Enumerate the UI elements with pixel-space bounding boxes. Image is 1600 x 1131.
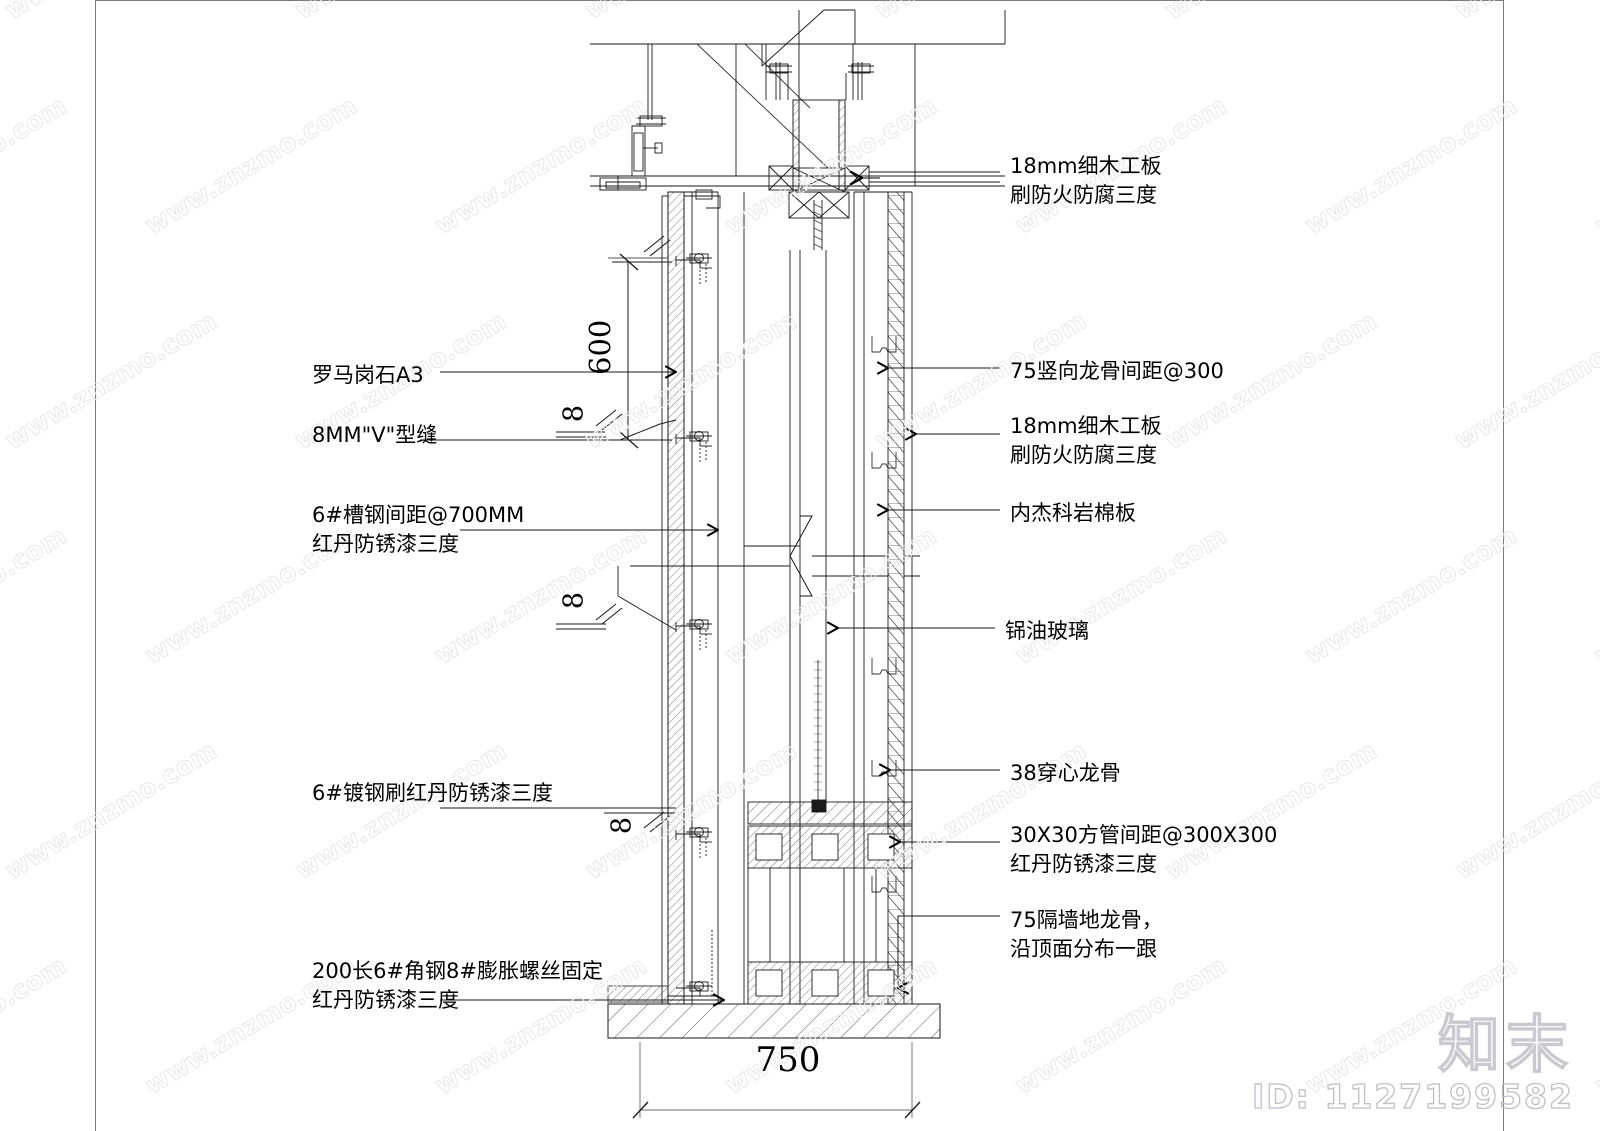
dimension-600: 600 (583, 319, 617, 375)
annotation-6-galvanized-steel: 6#镀钢刷红丹防锈漆三度 (312, 781, 553, 805)
annotation-6-channel-steel: 6#槽钢间距@700MM 红丹防锈漆三度 (312, 503, 525, 556)
dimension-8-upper: 8 (558, 404, 590, 423)
annotation-rockwool-board: 内杰科岩棉板 (1010, 501, 1136, 525)
annotation-30x30-square-tube: 30X30方管间距@300X300 红丹防锈漆三度 (1010, 823, 1278, 876)
annotation-75-vertical-stud: 75竖向龙骨间距@300 (1010, 359, 1224, 383)
annotation-75-floor-track: 75隔墙地龙骨， 沿顶面分布一跟 (1010, 908, 1163, 961)
dimension-8-lower: 8 (606, 816, 638, 835)
annotation-18mm-plywood-wall: 18mm细木工板 刷防火防腐三度 (1010, 414, 1162, 467)
frame-left-border (95, 0, 97, 1131)
annotation-18mm-plywood-head: 18mm细木工板 刷防火防腐三度 (1010, 154, 1162, 207)
annotation-38-furring-channel: 38穿心龙骨 (1010, 761, 1121, 785)
dimension-8-middle: 8 (558, 591, 590, 610)
annotation-roman-stone-a3: 罗马岗石A3 (312, 363, 424, 387)
frame-right-border (1503, 0, 1505, 1131)
annotation-8mm-v-joint: 8MM"V"型缝 (312, 423, 438, 447)
annotation-200-angle-steel-anchor: 200长6#角钢8#膨胀螺丝固定 红丹防锈漆三度 (312, 959, 603, 1012)
dimension-750: 750 (755, 1040, 821, 1080)
annotation-glass: 铞油玻璃 (1005, 619, 1089, 643)
frame-top-border (95, 0, 1504, 2)
